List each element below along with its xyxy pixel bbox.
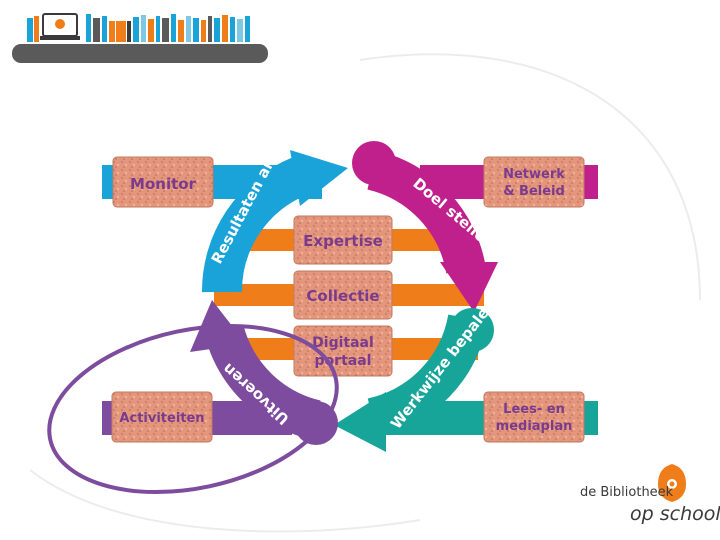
header-bookshelf <box>27 13 250 42</box>
logo-text-line2: op school <box>630 503 720 525</box>
brick-collectie: Collectie <box>293 270 393 320</box>
brick-netwerk: Netwerk & Beleid <box>483 156 585 208</box>
brick-lees-label-2: mediaplan <box>496 419 573 434</box>
brick-collectie-label: Collectie <box>306 287 379 305</box>
bibliotheek-logo: de Bibliotheek op school <box>580 464 720 525</box>
cycle <box>190 141 498 452</box>
brick-digitaal-label-1: Digitaal <box>312 335 374 351</box>
brick-activiteiten-label: Activiteiten <box>119 411 204 426</box>
brick-activiteiten: Activiteiten <box>111 391 213 443</box>
arc-resultaten <box>201 157 308 293</box>
brick-expertise: Expertise <box>293 215 393 265</box>
logo-text-line1: de Bibliotheek <box>580 485 674 500</box>
arc-doel-knob <box>352 141 396 185</box>
brick-digitaal: Digitaal portaal <box>293 325 393 377</box>
background-curve <box>359 53 701 301</box>
brick-lees-label-1: Lees- en <box>503 402 565 417</box>
brick-netwerk-label-1: Netwerk <box>503 167 565 182</box>
arc-uitvoeren-knob <box>294 401 338 445</box>
arc-werkwijze-knob <box>450 308 494 352</box>
brick-expertise-label: Expertise <box>303 232 383 250</box>
background-curve <box>29 469 421 533</box>
brick-monitor: Monitor <box>112 156 214 208</box>
header-bar <box>12 44 268 63</box>
brick-lees: Lees- en mediaplan <box>483 391 585 443</box>
laptop-logo-icon <box>55 19 65 29</box>
brick-monitor-label: Monitor <box>130 175 197 193</box>
arrowhead-magenta <box>440 262 498 312</box>
brick-netwerk-label-2: & Beleid <box>503 184 565 199</box>
arrowhead-teal <box>334 392 386 452</box>
highlight-ellipse <box>47 323 339 495</box>
arrowhead-blue <box>290 150 348 206</box>
